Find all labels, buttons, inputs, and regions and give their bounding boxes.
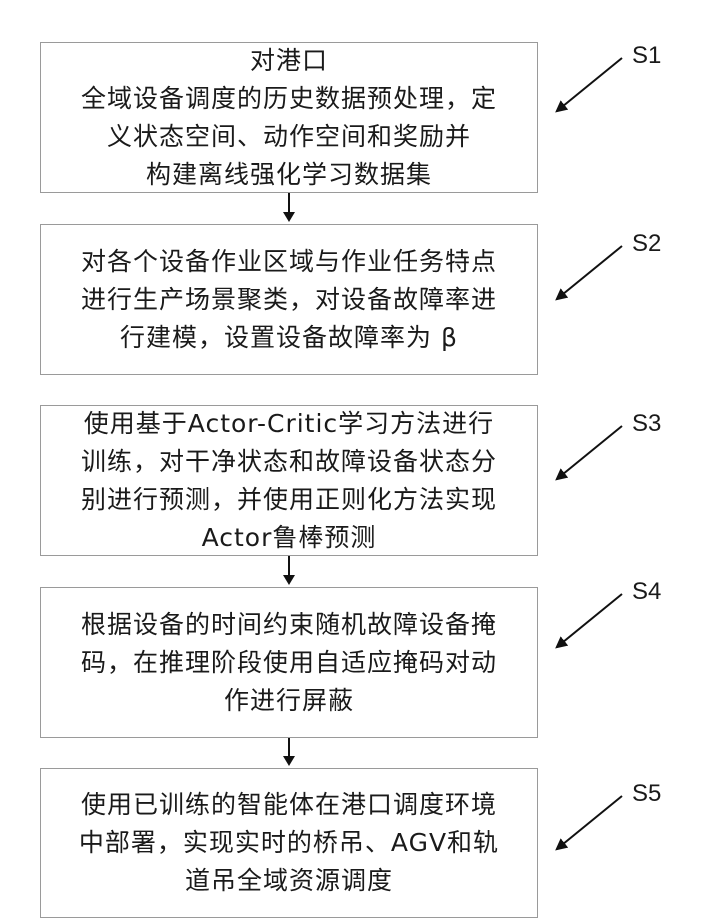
step-text-s1: 对港口 全域设备调度的历史数据预处理，定 义状态空间、动作空间和奖励并 构建离线… — [81, 42, 497, 194]
flow-arrow-4-5 — [283, 738, 295, 766]
step-label-s1: S1 — [632, 42, 661, 70]
flow-arrow-3-4 — [283, 556, 295, 585]
step-box-s5: 使用已训练的智能体在港口调度环境 中部署，实现实时的桥吊、AGV和轨 道吊全域资… — [40, 768, 538, 918]
step-text-s2: 对各个设备作业区域与作业任务特点 进行生产场景聚类，对设备故障率进 行建模，设置… — [81, 243, 497, 357]
step-text-s4: 根据设备的时间约束随机故障设备掩 码，在推理阶段使用自适应掩码对动 作进行屏蔽 — [81, 606, 497, 720]
pointer-arrow-s4 — [557, 594, 622, 647]
pointer-arrow-s3 — [557, 426, 622, 479]
step-text-s5: 使用已训练的智能体在港口调度环境 中部署，实现实时的桥吊、AGV和轨 道吊全域资… — [79, 786, 499, 900]
pointer-arrow-s5 — [557, 796, 622, 849]
step-label-s5: S5 — [632, 780, 661, 808]
flow-arrow-1-2 — [283, 193, 295, 222]
step-box-s2: 对各个设备作业区域与作业任务特点 进行生产场景聚类，对设备故障率进 行建模，设置… — [40, 224, 538, 375]
step-label-s3: S3 — [632, 410, 661, 438]
pointer-arrow-s2 — [557, 246, 622, 299]
step-box-s3: 使用基于Actor-Critic学习方法进行 训练，对干净状态和故障设备状态分 … — [40, 405, 538, 556]
step-box-s1: 对港口 全域设备调度的历史数据预处理，定 义状态空间、动作空间和奖励并 构建离线… — [40, 42, 538, 193]
step-label-s2: S2 — [632, 230, 661, 258]
step-label-s4: S4 — [632, 578, 661, 606]
step-text-s3: 使用基于Actor-Critic学习方法进行 训练，对干净状态和故障设备状态分 … — [81, 405, 497, 557]
step-box-s4: 根据设备的时间约束随机故障设备掩 码，在推理阶段使用自适应掩码对动 作进行屏蔽 — [40, 587, 538, 738]
pointer-arrow-s1 — [557, 58, 622, 111]
